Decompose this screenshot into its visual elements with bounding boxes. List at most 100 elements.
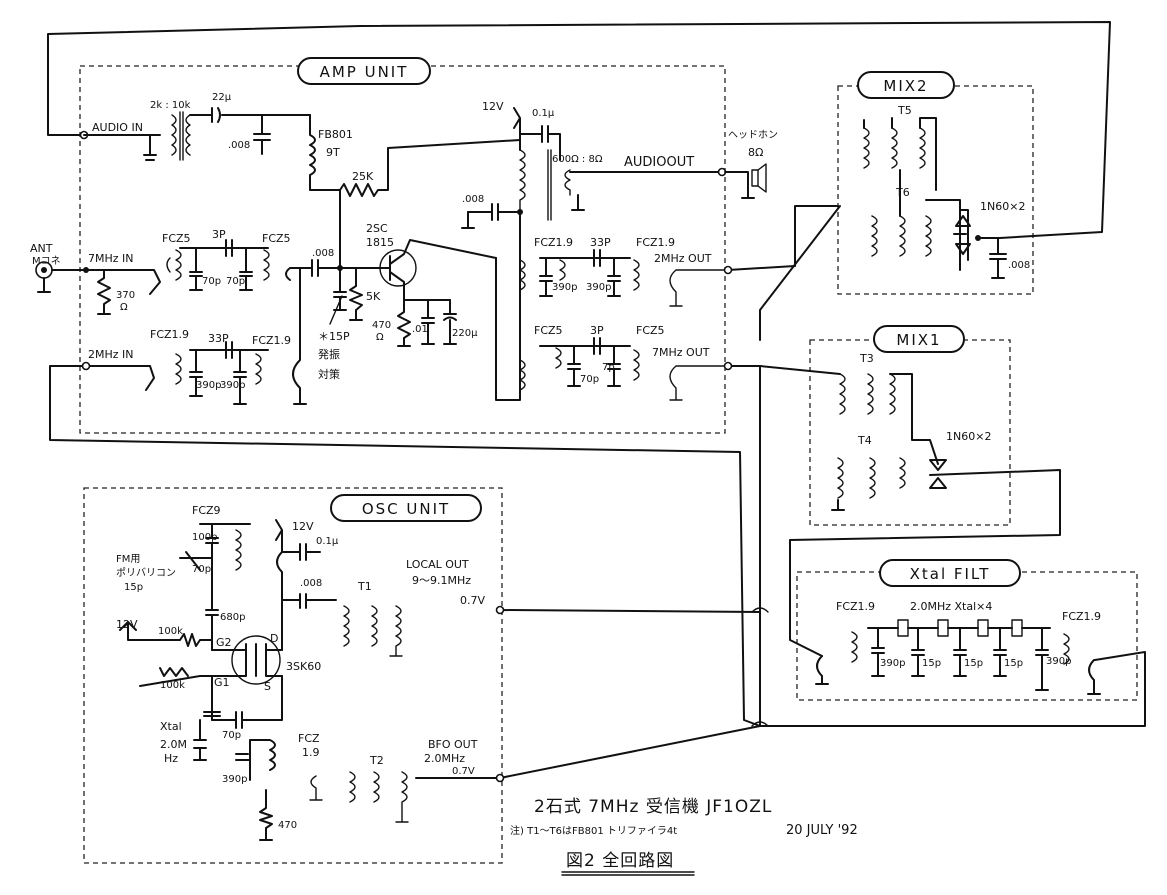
local-out-label: LOCAL OUT: [406, 558, 469, 571]
fb801-label: FB801: [318, 128, 353, 141]
cap-390p-b: 390p: [586, 282, 611, 293]
bfo-freq: 2.0MHz: [424, 752, 465, 765]
cap-3p-b: 3P: [590, 324, 604, 337]
bpf-7mhz-output: [519, 337, 729, 401]
fcz5-c-label: FCZ5: [534, 324, 563, 337]
osc-c390p: 390p: [222, 774, 247, 785]
fcz19-b-label: FCZ1.9: [636, 236, 675, 249]
bfo-out-terminal: [495, 773, 505, 783]
osc-t1: T1: [357, 580, 372, 593]
footer-note: 注) T1〜T6はFB801 トリファイラ4t: [510, 824, 677, 837]
xtal-filter-circuit: [815, 619, 1101, 695]
amp-unit-box: [79, 65, 726, 434]
cap-390p-d: 390p: [220, 380, 245, 391]
osc-note-2: 対策: [318, 367, 340, 381]
cap-390p-c: 390p: [196, 380, 221, 391]
osc-g2: G2: [216, 636, 232, 649]
cap-220u-label: 220μ: [452, 328, 478, 339]
osc-xtal: Xtal: [160, 720, 182, 733]
r-5k: [349, 267, 363, 321]
vcc-label: 12V: [482, 100, 504, 113]
ant-label: ANT: [30, 242, 53, 255]
phones-body: [751, 169, 759, 187]
cap-008-c-label: .008: [312, 248, 334, 259]
osc-c008: .008: [300, 578, 322, 589]
wire-7mhz-out: [727, 365, 841, 375]
in7-node: [83, 267, 89, 273]
star-label: ＊15P: [318, 330, 350, 343]
xtal-fcz-b: FCZ1.9: [1062, 610, 1101, 623]
transistor-leads: [389, 239, 497, 301]
cap-008-b-label: .008: [462, 194, 484, 205]
feedback-path: [292, 267, 307, 405]
xtal-filt-title: Xtal FILT: [910, 565, 991, 583]
osc-v12a: 12V: [292, 520, 314, 533]
coupling-cap-22u: [189, 107, 311, 123]
wire-mix1-to-filt: [789, 469, 1061, 657]
osc-r470: 470: [278, 820, 297, 831]
phones-wire: [724, 171, 755, 199]
r-370-unit: Ω: [120, 302, 128, 313]
out7-terminal: [723, 361, 733, 371]
xtal-c5: 390p: [1046, 656, 1071, 667]
audio-in-label: AUDIO IN: [92, 121, 143, 134]
osc-fcz-19b: 1.9: [302, 746, 320, 759]
osc-fm-1: FM用: [116, 554, 140, 565]
audio-out-label: AUDIOOUT: [624, 155, 694, 170]
cap-01-emitter: [421, 299, 435, 345]
in2-label: 2MHz IN: [88, 348, 134, 361]
collector-decoupling: [467, 203, 521, 401]
cap-33p-a: 33P: [590, 236, 611, 249]
wire-bfo: [499, 365, 761, 779]
xtal-c3: 15p: [964, 658, 983, 669]
ant-ground: [37, 277, 51, 293]
bpf-7mhz-input: [166, 239, 270, 291]
vcc-arrow: [513, 107, 521, 151]
footer-caption-underline: [561, 871, 695, 876]
osc-c01u: 0.1μ: [316, 536, 339, 547]
xtal-fcz-a: FCZ1.9: [836, 600, 875, 613]
xtal-c2: 15p: [922, 658, 941, 669]
r-470-label: 470: [372, 320, 391, 331]
local-v: 0.7V: [460, 594, 485, 607]
cap-01u: [519, 125, 561, 161]
local-out-terminal: [495, 605, 505, 615]
fb801-choke: [309, 114, 341, 191]
local-freq: 9〜9.1MHz: [412, 574, 471, 587]
audio-xfmr-secondary: [185, 114, 191, 156]
collector-node: [517, 209, 523, 215]
base-bypass: [333, 267, 347, 311]
osc-xtal-f2: Hz: [164, 752, 178, 765]
osc-v12b: 12V: [116, 618, 138, 631]
osc-g1: G1: [214, 676, 230, 689]
out-xfmr-primary: [519, 149, 526, 211]
cap-70p-a: 70p: [202, 276, 221, 287]
fcz19-c-label: FCZ1.9: [150, 328, 189, 341]
cap-008-a-label: .008: [228, 140, 250, 151]
fcz5-d-label: FCZ5: [636, 324, 665, 337]
mix2-cap-label: .008: [1008, 260, 1030, 271]
phones-label: ヘッドホン: [728, 129, 778, 141]
cap-01-label: .01: [412, 324, 428, 335]
cap-70p-b: 70p: [226, 276, 245, 287]
base-coupling: [285, 259, 391, 281]
r-370-label: 370: [116, 290, 135, 301]
cap-008-a: [253, 114, 271, 155]
out2-terminal: [723, 265, 733, 275]
osc-c680p: 680p: [220, 612, 245, 623]
osc-fcz9: FCZ9: [192, 504, 221, 517]
diodes2-label: 1N60×2: [980, 200, 1025, 213]
t3-label: T3: [859, 352, 874, 365]
osc-xtal-f1: 2.0M: [160, 738, 187, 751]
r-470-unit: Ω: [376, 332, 384, 343]
bfo-v: 0.7V: [452, 766, 475, 777]
out2-label: 2MHz OUT: [654, 252, 712, 265]
ant-connector-pin: [41, 267, 47, 273]
star-arrow: [329, 295, 343, 325]
osc-note-1: 発振: [318, 347, 340, 361]
osc-fm-3: 15p: [124, 582, 143, 593]
cap-01u-label: 0.1μ: [532, 108, 555, 119]
t6-label: T6: [895, 186, 910, 199]
diodes-mix2: [955, 215, 971, 255]
